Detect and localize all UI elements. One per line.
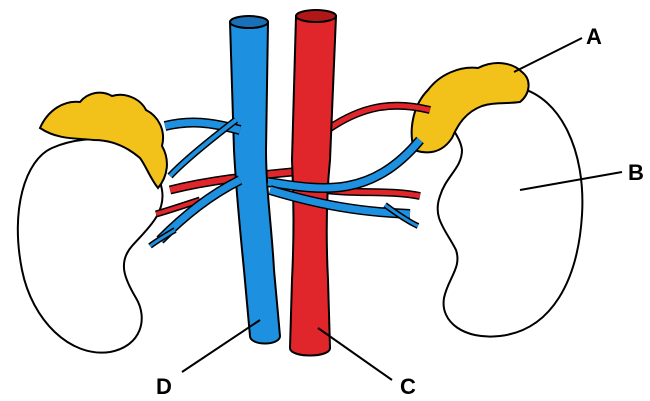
leader-line-d bbox=[182, 320, 260, 372]
aorta-opening bbox=[296, 10, 336, 22]
left-kidney bbox=[18, 139, 163, 353]
label-d: D bbox=[156, 374, 172, 399]
leader-line-a bbox=[514, 38, 582, 72]
label-b: B bbox=[628, 160, 644, 185]
label-c: C bbox=[400, 374, 416, 399]
vena-cava-opening bbox=[230, 16, 268, 28]
leader-line-c bbox=[318, 328, 392, 380]
label-a: A bbox=[586, 24, 602, 49]
